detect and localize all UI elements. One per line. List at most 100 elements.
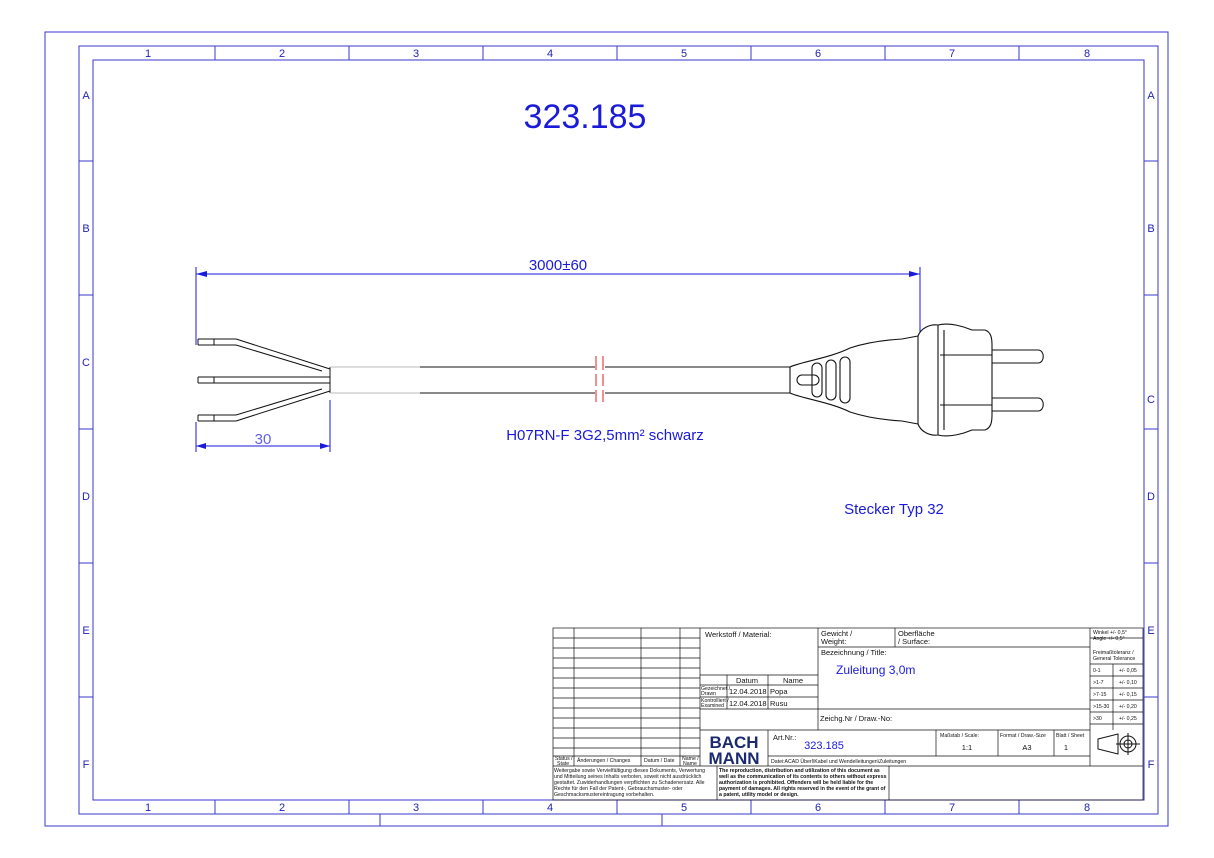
column-label: 3 [413, 48, 419, 60]
column-label: 2 [279, 802, 285, 814]
row-label: D [1147, 491, 1155, 503]
article-label: Art.Nr.: [773, 733, 796, 742]
strip-dimension: 30 [195, 400, 331, 452]
column-label: 3 [413, 802, 419, 814]
column-label: 4 [547, 48, 553, 60]
tolerance-value: +/- 0,25 [1119, 716, 1137, 722]
article-value: 323.185 [804, 740, 844, 752]
grid-frame [78, 45, 1159, 815]
changes-label: Änderungen / Changes [577, 757, 631, 764]
format-label: Format / Draw.-Size [1000, 733, 1046, 739]
status-label: State [557, 761, 569, 767]
tolerance-value: +/- 0,10 [1119, 680, 1137, 686]
surface-label: Oberfläche [898, 629, 935, 638]
column-label: 1 [145, 802, 151, 814]
row-dividers [79, 160, 1158, 698]
length-dimension: 3000±60 [195, 257, 921, 345]
row-label: E [82, 625, 89, 637]
name-header: Name [783, 676, 803, 685]
notice-de-line: gestattet. Zuwiderhandlungen verpflichte… [554, 780, 705, 786]
row-label: A [1147, 90, 1155, 102]
column-label: 1 [145, 48, 151, 60]
notice-de-line: und Mitteilung seines Inhalts verboten, … [554, 774, 701, 780]
notice-de-line: Weitergabe sowie Vervielfältigung dieses… [554, 768, 705, 774]
projection-symbol-icon [1097, 733, 1140, 755]
sheet-label: Blatt / Sheet [1056, 733, 1085, 739]
format-value: A3 [1022, 743, 1031, 752]
tolerance-value: +/- 0,05 [1119, 668, 1137, 674]
column-label: 7 [949, 802, 955, 814]
tolerance-range: >30 [1093, 716, 1102, 722]
scale-value: 1:1 [962, 743, 972, 752]
drawn-name: Popa [770, 687, 788, 696]
file-path: Datei:ACAD Überl\Kabel und Wendelleitung… [771, 758, 906, 765]
angle-tolerance: Winkel +/- 0,5° [1093, 630, 1127, 636]
tolerance-value: +/- 0,20 [1119, 704, 1137, 710]
notice-en-line: payment of damages. All rights reserved … [719, 786, 886, 792]
notice-en-line: a patent, utility model or design. [719, 792, 799, 798]
row-label: F [83, 759, 90, 771]
tolerance-value: +/- 0,15 [1119, 692, 1137, 698]
drawing-number-title: 323.185 [524, 98, 647, 136]
title-value: Zuleitung 3,0m [836, 663, 915, 677]
status-label: Status / [555, 756, 573, 762]
material-label: Werkstoff / Material: [705, 630, 771, 639]
tolerance-range: >1-7 [1093, 680, 1104, 686]
date-header: Datum [736, 676, 758, 685]
weight-label: Weight: [821, 637, 846, 646]
column-label: 8 [1084, 48, 1090, 60]
strip-dimension-value: 30 [255, 431, 272, 448]
column-label: 6 [815, 802, 821, 814]
row-label: C [1147, 394, 1155, 406]
tolerance-range: >15-30 [1093, 704, 1109, 710]
column-label: 8 [1084, 802, 1090, 814]
rev-name-label: Name / [682, 756, 699, 762]
length-dimension-value: 3000±60 [529, 257, 587, 274]
checked-label: Kontrolliert / [701, 698, 729, 704]
checked-name: Rusu [770, 699, 788, 708]
company-logo: BACH [709, 733, 758, 752]
column-label: 7 [949, 48, 955, 60]
column-dividers [214, 46, 1020, 814]
cable-wires [197, 338, 790, 422]
title-block: Werkstoff / Material: Gewicht / Weight: … [552, 627, 1144, 801]
surface-label: / Surface: [898, 637, 930, 646]
notice-en-line: well as the communication of its content… [718, 774, 887, 780]
company-logo: MANN [709, 749, 760, 768]
tolerance-range: >7-15 [1093, 692, 1107, 698]
checked-date: 12.04.2018 [729, 699, 767, 708]
drawn-date: 12.04.2018 [729, 687, 767, 696]
notice-de-line: Geschmacksmustereintragung vorbehalten. [554, 792, 654, 798]
cable-spec-label: H07RN-F 3G2,5mm² schwarz [506, 427, 704, 444]
notice-en-line: authorization is prohibited. Offenders w… [719, 780, 873, 786]
row-label: C [82, 357, 90, 369]
column-label: 2 [279, 48, 285, 60]
break-marks [594, 356, 605, 402]
drawn-label: Gezeichnet / [701, 686, 731, 692]
scale-label: Maßstab / Scale: [940, 733, 979, 739]
general-tolerance-label: Freimaßtoleranz / [1093, 650, 1134, 656]
weight-label: Gewicht / [821, 629, 853, 638]
notice-en-line: The reproduction, distribution and utili… [719, 768, 880, 774]
row-label: F [1148, 759, 1155, 771]
drawing-no-label: Zeichg.Nr / Draw.-No: [820, 714, 892, 723]
drawn-label: Drawn [701, 691, 716, 697]
tolerance-range: 0-1 [1093, 668, 1101, 674]
checked-label: Examined [701, 703, 724, 709]
column-label: 5 [681, 48, 687, 60]
row-label: B [82, 223, 89, 235]
column-label: 6 [815, 48, 821, 60]
notice-de-line: Rechte für den Fall der Patent-, Gebrauc… [554, 786, 683, 792]
rev-date-label: Datum / Date [644, 758, 675, 764]
rev-name-label: Name [683, 761, 697, 767]
row-label: B [1147, 223, 1154, 235]
column-label: 4 [547, 802, 553, 814]
angle-tolerance: Angle +/- 0,5° [1093, 636, 1125, 642]
row-label: D [82, 491, 90, 503]
plug-drawing [789, 323, 1044, 437]
sheet-value: 1 [1064, 743, 1068, 752]
title-label: Bezeichnung / Title: [821, 648, 886, 657]
column-label: 5 [681, 802, 687, 814]
row-label: A [82, 90, 90, 102]
